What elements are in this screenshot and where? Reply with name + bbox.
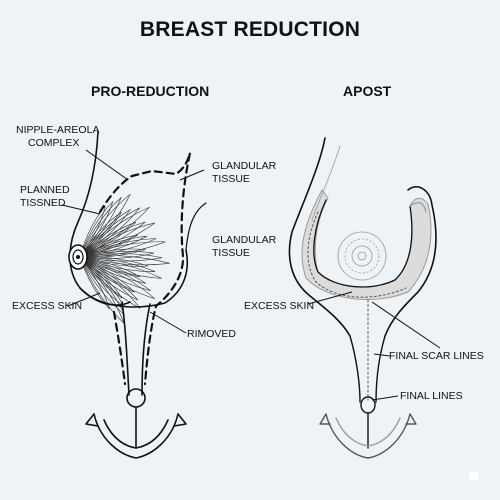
glandular-strand [79, 193, 131, 258]
post-op-anchor [319, 299, 417, 459]
corner-mark [469, 471, 479, 481]
leader-glandular-top [179, 169, 205, 181]
pre-op-anchor [85, 301, 187, 459]
right-leader-lines [307, 291, 441, 401]
anchor-right-hook [173, 413, 187, 427]
glandular-strand [79, 255, 170, 266]
post-op-dotted-contour [307, 211, 407, 298]
leader-planned [61, 204, 101, 215]
glandular-strand [79, 256, 125, 315]
stem-left [121, 301, 130, 396]
label-glandular-mid-line2: TISSUE [212, 246, 250, 259]
leader-final-scar-2 [373, 353, 391, 357]
keyhole-dashed-inner [112, 310, 127, 386]
label-glandular-top-line1: GLANDULAR [212, 160, 277, 172]
post-stem-left [349, 335, 361, 403]
anchor-ring [126, 388, 146, 408]
leader-final-lines [371, 395, 399, 401]
glandular-strand [79, 256, 155, 299]
post-anchor-right-hook [405, 413, 417, 425]
label-final-scar-lines: FINAL SCAR LINES [389, 350, 484, 362]
right-panel-heading: APOST [343, 83, 392, 99]
label-planned-tissned: PLANNED TISSNED [20, 184, 70, 209]
nipple-areola [68, 244, 88, 270]
label-removed: RIMOVED [187, 328, 237, 340]
left-leader-lines [61, 149, 205, 334]
glandular-strand [79, 256, 110, 310]
glandular-strand [79, 197, 122, 258]
glandular-strands [79, 193, 170, 324]
label-planned-line2: TISSNED [20, 196, 66, 209]
leader-final-scar [371, 301, 441, 349]
post-anchor-arms [325, 413, 411, 459]
glandular-strand [79, 256, 162, 279]
stem-right [141, 303, 151, 396]
leader-nipple-areola [85, 149, 129, 181]
breast-lower-contour [79, 249, 189, 308]
keyhole-dashed-outline [98, 151, 192, 386]
label-glandular-tissue-top: GLANDULAR TISSUE [212, 160, 276, 185]
leader-removed [149, 311, 187, 334]
post-op-areola [337, 231, 387, 281]
left-panel-heading: PRO-REDUCTION [91, 83, 210, 99]
label-excess-skin-left: EXCESS SKIN [12, 300, 83, 312]
leader-excess-skin [67, 292, 101, 307]
post-op-inner-contour [313, 199, 413, 288]
label-glandular-mid-line1: GLANDULAR [212, 234, 277, 246]
anchor-left-hook [85, 413, 99, 427]
glandular-strand [79, 206, 150, 258]
glandular-leader-curve [185, 202, 207, 251]
label-nipple-areola-line1: NIPPLE-AREOLA [16, 124, 100, 136]
post-op-thin-line [311, 145, 341, 221]
post-op-upper-curve [409, 202, 427, 213]
anchor-arms [93, 413, 179, 459]
post-op-outer-right [384, 186, 437, 337]
diagram-title: BREAST REDUCTION [139, 18, 361, 41]
post-anchor-inner [335, 417, 401, 447]
post-anchor-left-hook [319, 413, 331, 425]
glandular-strand [79, 256, 141, 309]
label-glandular-tissue-mid: GLANDULAR TISSUE [212, 234, 276, 259]
label-excess-skin-right: EXCESS SKIN [244, 300, 315, 312]
anchor-inner-arms [103, 419, 169, 449]
post-op-breast [288, 137, 437, 337]
label-nipple-areola-complex: NIPPLE-AREOLA COMPLEX [16, 124, 99, 149]
label-glandular-top-line2: TISSUE [212, 172, 250, 185]
label-planned-line1: PLANNED [20, 184, 70, 196]
post-op-outer-left [288, 137, 351, 337]
label-nipple-areola-line2: COMPLEX [28, 136, 80, 149]
leader-post-excess-skin [307, 291, 353, 305]
label-final-lines: FINAL LINES [400, 390, 463, 402]
post-stem-right [375, 335, 386, 403]
